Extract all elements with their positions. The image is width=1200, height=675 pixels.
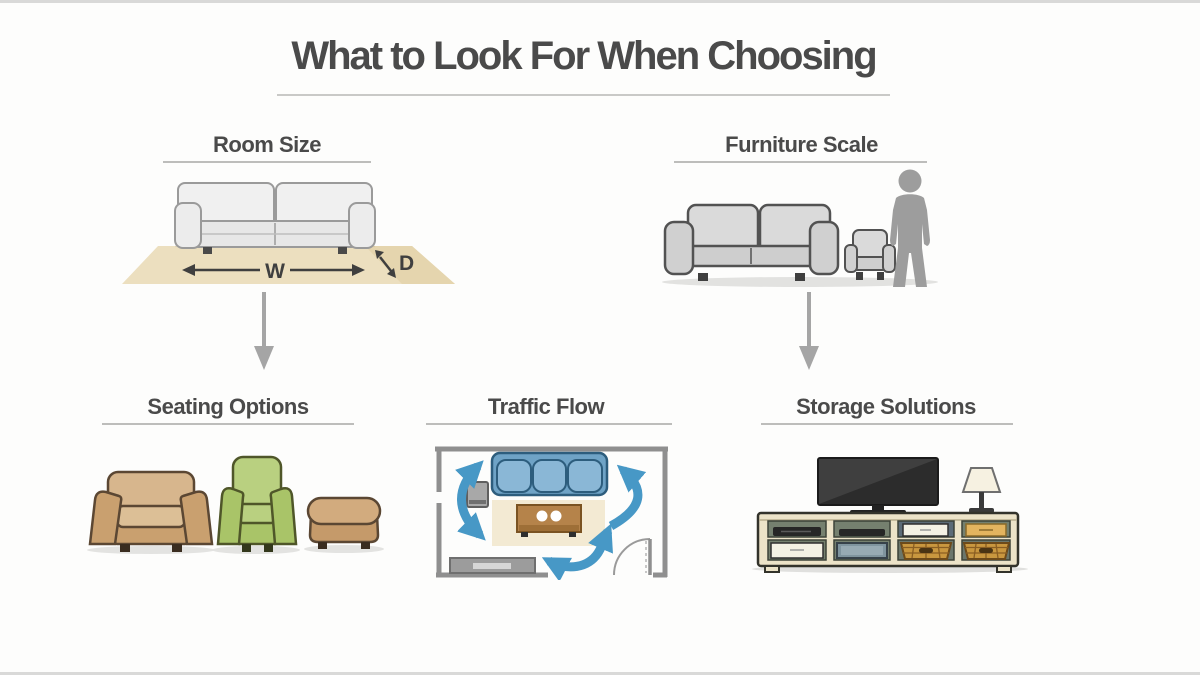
wicker-basket-icon bbox=[899, 542, 953, 560]
plan-side-table bbox=[466, 481, 489, 508]
armchair-icon bbox=[216, 455, 298, 552]
seating-options-illustration bbox=[87, 455, 384, 554]
storage-bin-icon bbox=[836, 542, 888, 559]
person-silhouette-icon bbox=[890, 169, 930, 287]
plan-sofa-top-view bbox=[490, 451, 609, 497]
media-device-icon bbox=[773, 527, 885, 536]
ground-shadow bbox=[662, 277, 938, 287]
width-dimension-arrow-icon bbox=[182, 264, 365, 276]
storage-solutions-underline bbox=[761, 423, 1013, 425]
furniture-scale-underline bbox=[674, 161, 927, 163]
storage-solutions-illustration bbox=[752, 457, 1028, 573]
page-title: What to Look For When Choosing bbox=[291, 34, 877, 78]
width-label: W bbox=[265, 260, 285, 283]
large-sofa-icon bbox=[663, 203, 840, 281]
sofa-front-view-icon bbox=[174, 182, 376, 254]
heading-furniture-scale: Furniture Scale bbox=[725, 132, 878, 157]
depth-dimension-arrow-icon bbox=[375, 250, 396, 278]
depth-label: D bbox=[399, 252, 414, 275]
heading-seating-options: Seating Options bbox=[147, 394, 309, 419]
tv-icon bbox=[817, 457, 939, 514]
ottoman-icon bbox=[306, 496, 382, 549]
traffic-flow-illustration bbox=[435, 446, 668, 580]
plan-coffee-table bbox=[516, 504, 582, 537]
table-lamp-icon bbox=[961, 467, 1002, 513]
room-size-illustration: W D bbox=[122, 182, 455, 284]
room-walls bbox=[435, 446, 668, 578]
seating-options-underline bbox=[102, 423, 354, 425]
small-armchair-icon bbox=[844, 229, 896, 280]
loveseat-icon bbox=[88, 470, 214, 552]
traffic-flow-underline bbox=[426, 423, 672, 425]
ground-shadow bbox=[87, 545, 384, 554]
heading-storage-solutions: Storage Solutions bbox=[796, 394, 976, 419]
heading-room-size: Room Size bbox=[213, 132, 321, 157]
circulation-arrow-icon bbox=[455, 460, 647, 580]
plan-media-console bbox=[449, 557, 536, 574]
drawer-icon bbox=[770, 523, 1007, 559]
wicker-basket-icon bbox=[962, 542, 1011, 560]
bottom-border-line bbox=[0, 672, 1200, 675]
furniture-scale-illustration bbox=[662, 169, 938, 287]
room-size-underline bbox=[163, 161, 371, 163]
heading-traffic-flow: Traffic Flow bbox=[487, 394, 605, 419]
title-underline bbox=[277, 94, 890, 96]
down-arrow-icon bbox=[254, 292, 274, 370]
door-swing-icon bbox=[613, 538, 652, 576]
top-border-line bbox=[0, 0, 1200, 3]
down-arrow-icon bbox=[799, 292, 819, 370]
tv-console-cabinet bbox=[756, 511, 1020, 573]
